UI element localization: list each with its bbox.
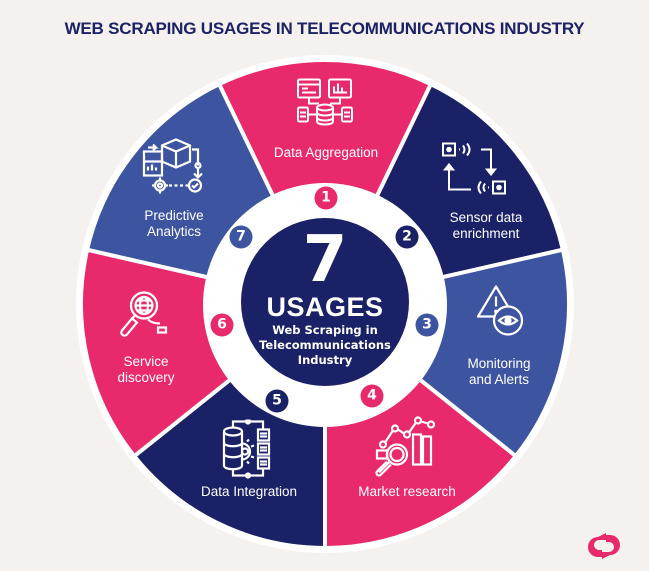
segment-3-line1: Monitoring (467, 356, 531, 371)
segment-1-badge: 1 (314, 186, 338, 210)
center-count: 7 (302, 223, 348, 297)
alert-eye-icon (474, 285, 530, 342)
segment-6-line1: Service (123, 354, 169, 369)
segment-4-badge: 4 (360, 384, 384, 408)
center-circle (241, 218, 409, 386)
database-gear-integration-icon (219, 418, 279, 485)
globe-magnifier-icon (118, 290, 170, 345)
segment-7-line1: Predictive (144, 208, 204, 223)
segment-6-badge: 6 (210, 313, 234, 337)
brand-logo-icon (588, 531, 620, 566)
center-subtitle: Web Scraping in Telecommunications Indus… (259, 323, 391, 368)
segment-4-label: Market research (358, 484, 456, 500)
predictive-cube-gear-icon (140, 136, 208, 201)
segment-6-line2: discovery (117, 370, 175, 385)
segment-7-badge: 7 (229, 225, 253, 249)
segment-1-label: Data Aggregation (274, 145, 378, 161)
center-subtitle-line2: Telecommunications (259, 338, 391, 352)
segment-5-label: Data Integration (201, 484, 297, 500)
segment-2-line1: Sensor data (449, 210, 523, 225)
market-chart-magnifier-icon (373, 415, 439, 486)
page-title: WEB SCRAPING USAGES IN TELECOMMUNICATION… (64, 19, 585, 38)
segment-3-label: Monitoring and Alerts (467, 356, 530, 388)
center-headline: USAGES (266, 292, 384, 322)
segment-5-badge: 5 (265, 389, 289, 413)
center-subtitle-line3: Industry (297, 353, 353, 367)
segment-5-line1: Data Integration (200, 484, 298, 499)
center-subtitle-line1: Web Scraping in (272, 323, 378, 337)
data-aggregation-icon (294, 78, 358, 135)
segment-3-badge: 3 (415, 313, 439, 337)
segment-2-label: Sensor data enrichment (450, 210, 523, 242)
segment-7-label: Predictive Analytics (144, 208, 203, 240)
segment-6-label: Service discovery (117, 354, 174, 386)
segment-1-slice (217, 58, 433, 306)
segment-7-line2: Analytics (146, 224, 202, 239)
segment-3-line2: and Alerts (468, 372, 530, 387)
segment-1-line1: Data Aggregation (273, 145, 379, 160)
segment-4-line1: Market research (358, 484, 456, 499)
segment-2-line2: enrichment (452, 226, 520, 241)
segment-2-badge: 2 (395, 225, 419, 249)
sensor-loop-icon (441, 142, 507, 203)
